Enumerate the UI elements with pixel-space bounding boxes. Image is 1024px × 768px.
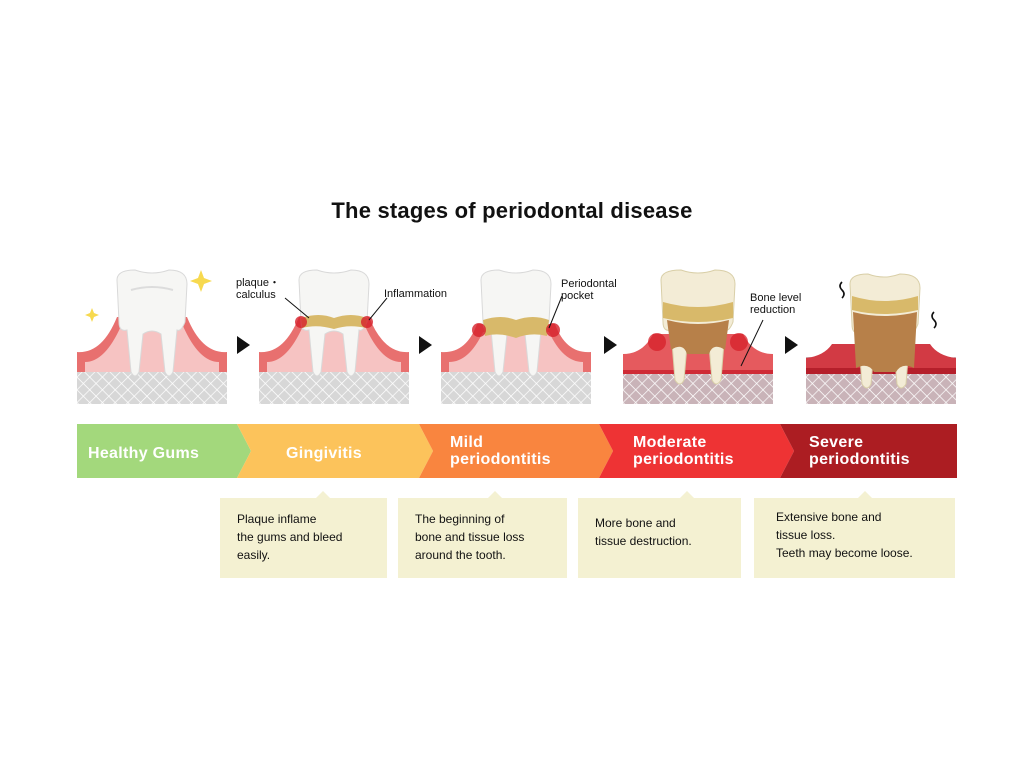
description-text: Extensive bone and tissue loss. Teeth ma… — [776, 510, 913, 560]
moderate-periodontitis-tooth-illustration — [623, 269, 773, 404]
stage-label-mild-periodontitis: Mild periodontitis — [450, 434, 551, 468]
callout-periodontal-pocket: Periodontal pocket — [561, 278, 617, 302]
stage-segment-mild-periodontitis — [419, 424, 613, 478]
stage-label-healthy-gums: Healthy Gums — [88, 445, 200, 462]
gingivitis-tooth-illustration — [259, 269, 409, 404]
callout-inflammation: Inflammation — [384, 288, 447, 300]
stage-segment-severe-periodontitis — [780, 424, 957, 478]
description-box-moderate-periodontitis: More bone and tissue destruction. — [578, 491, 741, 578]
callout-plaque-calculus: plaque・ calculus — [236, 277, 281, 301]
diagram-title: The stages of periodontal disease — [331, 198, 693, 223]
arrow-right-icon — [419, 336, 432, 354]
arrow-right-icon — [237, 336, 250, 354]
wobble-icon — [931, 311, 937, 329]
stage-segment-moderate-periodontitis — [599, 424, 794, 478]
arrow-right-icon — [785, 336, 798, 354]
inflammation-spot — [295, 316, 307, 328]
mild-periodontitis-tooth-illustration — [441, 269, 591, 404]
calculus — [301, 315, 367, 329]
severe-periodontitis-tooth-illustration — [806, 273, 956, 404]
stage-label-severe-periodontitis: Severe periodontitis — [809, 434, 910, 468]
description-text: Plaque inflame the gums and bleed easily… — [237, 512, 343, 562]
wobble-icon — [839, 281, 845, 299]
stage-label-gingivitis: Gingivitis — [286, 445, 362, 462]
tooth — [116, 269, 188, 377]
sparkle-icon — [85, 308, 99, 322]
description-box-mild-periodontitis: The beginning of bone and tissue loss ar… — [398, 491, 567, 578]
description-box-gingivitis: Plaque inflame the gums and bleed easily… — [220, 491, 387, 578]
gum-inner — [85, 326, 219, 374]
description-box-severe-periodontitis: Extensive bone and tissue loss. Teeth ma… — [754, 491, 955, 578]
description-text: More bone and tissue destruction. — [595, 516, 692, 548]
sparkle-icon — [190, 270, 212, 292]
stage-label-moderate-periodontitis: Moderate periodontitis — [633, 434, 734, 468]
stage-segment-gingivitis — [237, 424, 433, 478]
stage-segment-healthy-gums — [77, 424, 251, 478]
callout-bone-level-reduction: Bone level reduction — [750, 292, 802, 316]
arrow-right-icon — [604, 336, 617, 354]
healthy-tooth-illustration — [77, 269, 227, 404]
stage-band — [77, 424, 957, 478]
description-text: The beginning of bone and tissue loss ar… — [415, 512, 525, 562]
